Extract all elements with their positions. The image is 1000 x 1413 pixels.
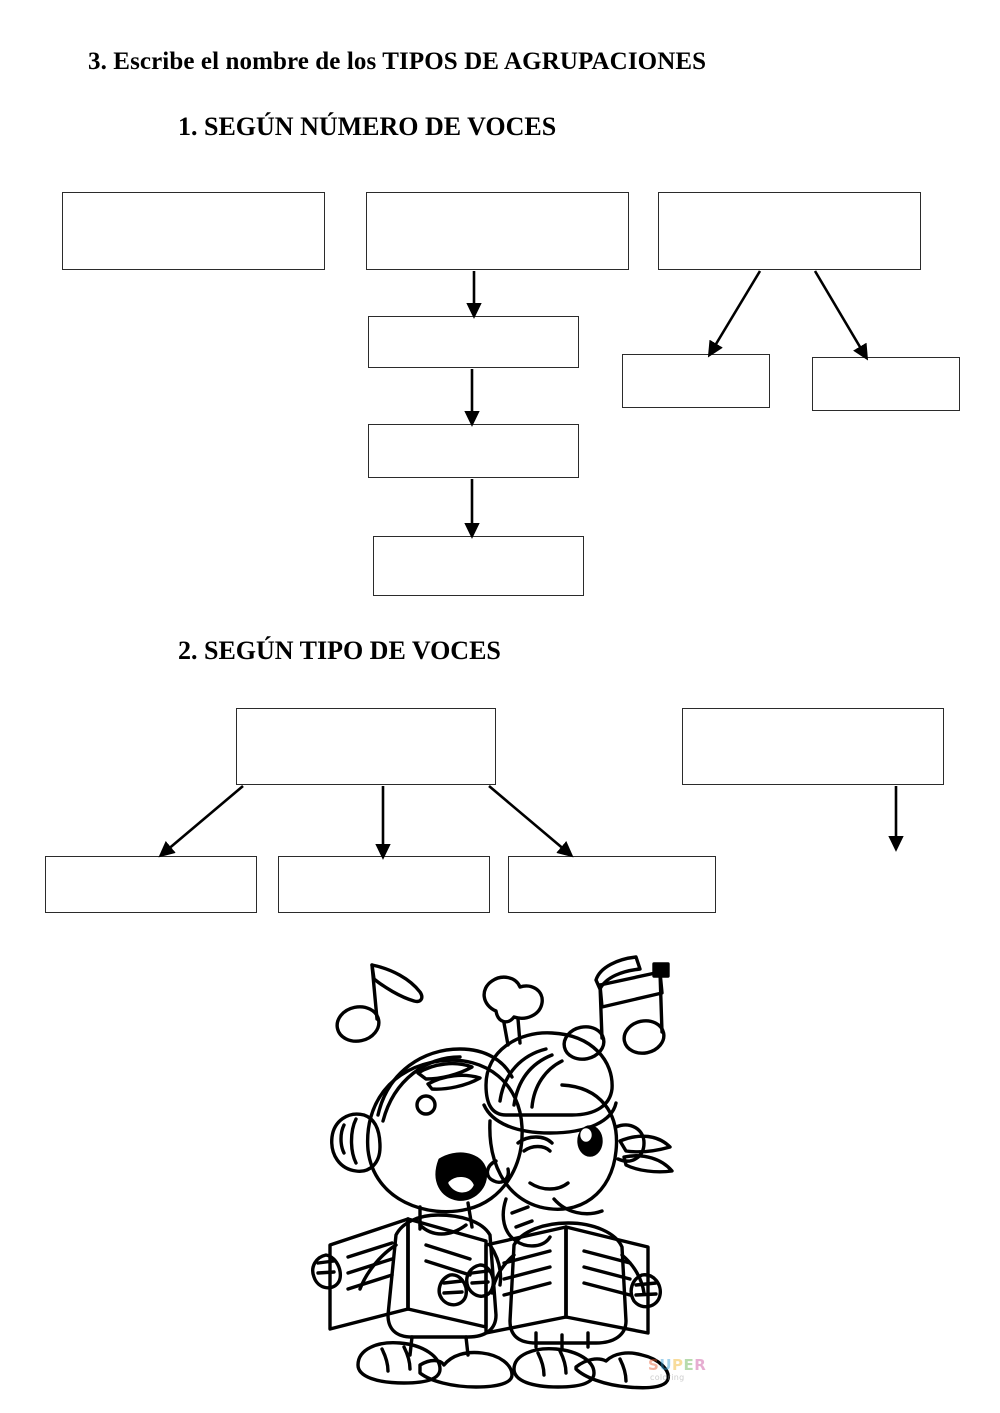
eighth-note-icon — [335, 963, 424, 1043]
child-left — [311, 1047, 524, 1389]
watermark-letter-e: E — [683, 1356, 695, 1374]
songbook-right — [484, 1225, 650, 1335]
songbook-left — [328, 1217, 488, 1331]
watermark-subtitle: coloring — [650, 1373, 685, 1382]
arrow-s1-right-to-child-left — [707, 270, 762, 358]
answer-box-s2-child-3[interactable] — [508, 856, 716, 913]
section-heading-1: 1. SEGÚN NÚMERO DE VOCES — [178, 112, 557, 141]
answer-box-s1-right-parent[interactable] — [658, 192, 921, 270]
section-heading-2: 2. SEGÚN TIPO DE VOCES — [178, 636, 501, 665]
watermark-logo: SUPER — [648, 1358, 706, 1373]
answer-box-s1-left[interactable] — [62, 192, 325, 270]
beamed-notes-icon — [562, 955, 670, 1061]
answer-box-s2-child-1[interactable] — [45, 856, 257, 913]
answer-box-s1-chain-2[interactable] — [368, 316, 579, 368]
singing-children-illustration — [300, 945, 720, 1395]
answer-box-s2-child-2[interactable] — [278, 856, 490, 913]
answer-box-s1-chain-1[interactable] — [366, 192, 629, 270]
answer-box-s2-parent[interactable] — [236, 708, 496, 785]
watermark-letter-r: R — [694, 1356, 707, 1374]
page-title: 3. Escribe el nombre de los TIPOS DE AGR… — [88, 48, 707, 75]
answer-box-s1-chain-3[interactable] — [368, 424, 579, 478]
answer-box-s1-chain-4[interactable] — [373, 536, 584, 596]
answer-box-s1-right-child-left[interactable] — [622, 354, 770, 408]
arrow-s2-parent-to-child-3 — [488, 785, 574, 858]
arrow-s2-parent-to-child-1 — [158, 785, 244, 858]
arrow-s1-right-to-child-right — [813, 270, 869, 361]
watermark-letter-s: S — [648, 1356, 660, 1374]
answer-box-s2-right[interactable] — [682, 708, 944, 785]
watermark-letter-u: U — [659, 1356, 672, 1374]
watermark-letter-p: P — [672, 1356, 684, 1374]
answer-box-s1-right-child-right[interactable] — [812, 357, 960, 411]
child-right — [465, 975, 674, 1390]
